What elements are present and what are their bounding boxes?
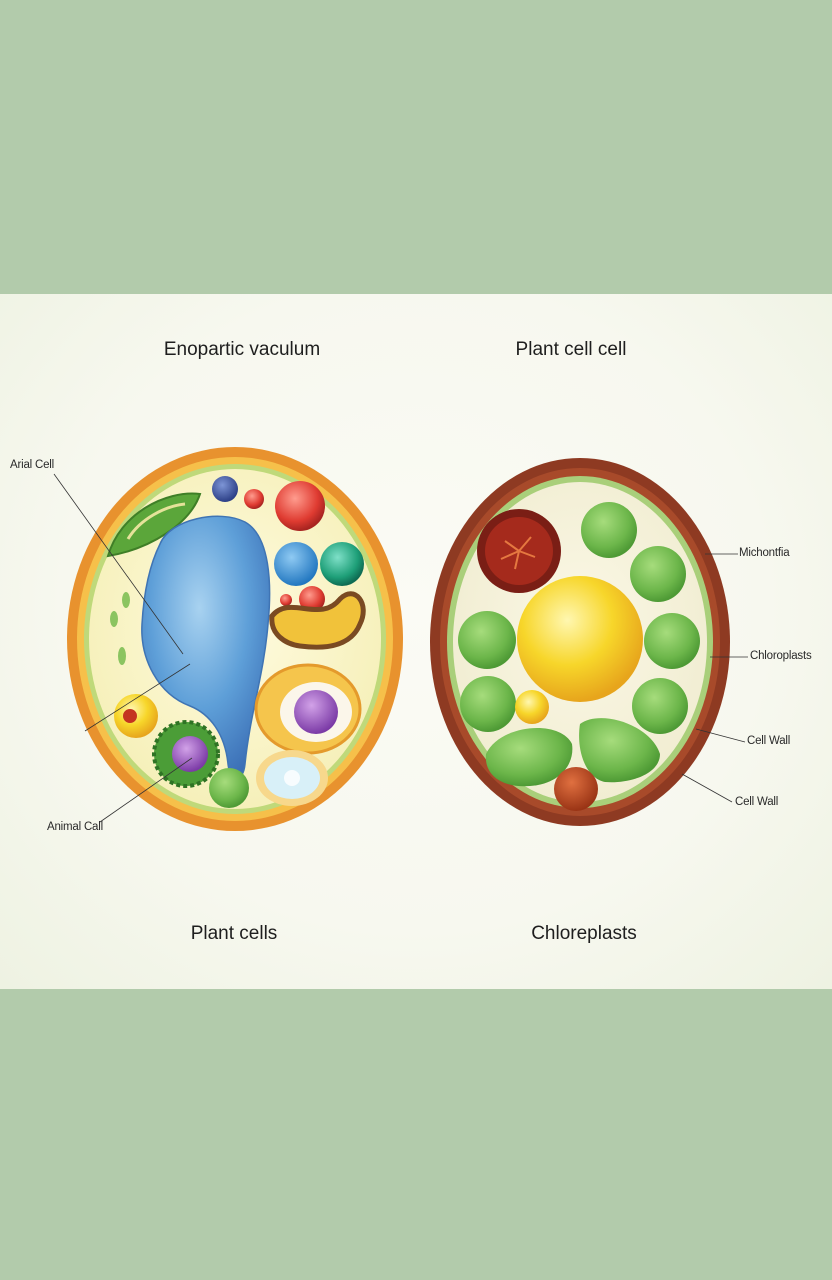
diagram-panel: Enopartic vaculum Plant cell cell Arial … <box>0 294 832 989</box>
callout-cell-wall-2: Cell Wall <box>735 796 778 808</box>
green-organelle-core <box>172 736 208 772</box>
chloroplast <box>644 613 700 669</box>
organelle-red <box>275 481 325 531</box>
chloroplast <box>630 546 686 602</box>
chloroplast <box>460 676 516 732</box>
chloroplast <box>581 502 637 558</box>
bottom-label-left: Plant cells <box>191 923 278 945</box>
organelle-teal <box>320 542 364 586</box>
right-cell <box>430 458 748 826</box>
cell-illustration <box>0 294 832 989</box>
yellow-nucleus <box>517 576 643 702</box>
lysosome-core <box>123 709 137 723</box>
callout-arial-cell: Arial Cell <box>10 459 54 471</box>
ribosome <box>118 647 126 665</box>
ribosome <box>110 611 118 627</box>
ribosome <box>122 592 130 608</box>
callout-michontfia: Michontfia <box>739 547 789 559</box>
brown-organelle <box>554 767 598 811</box>
organelle-navy <box>212 476 238 502</box>
callout-animal-call: Animal Call <box>47 821 103 833</box>
top-label-left: Enopartic vaculum <box>164 339 320 361</box>
organelle-blue <box>274 542 318 586</box>
left-cell <box>54 447 403 831</box>
purple-nucleolus <box>294 690 338 734</box>
callout-cell-wall-1: Cell Wall <box>747 735 790 747</box>
callout-line-cellwall-2 <box>682 774 732 802</box>
bottom-label-right: Chloreplasts <box>531 923 637 945</box>
organelle-tiny-red <box>280 594 292 606</box>
callout-chloroplasts: Chloroplasts <box>750 650 812 662</box>
organelle-small-red <box>244 489 264 509</box>
chloroplast <box>458 611 516 669</box>
small-vacuole <box>515 690 549 724</box>
green-sphere <box>209 768 249 808</box>
top-label-right: Plant cell cell <box>516 339 627 361</box>
chloroplast <box>632 678 688 734</box>
